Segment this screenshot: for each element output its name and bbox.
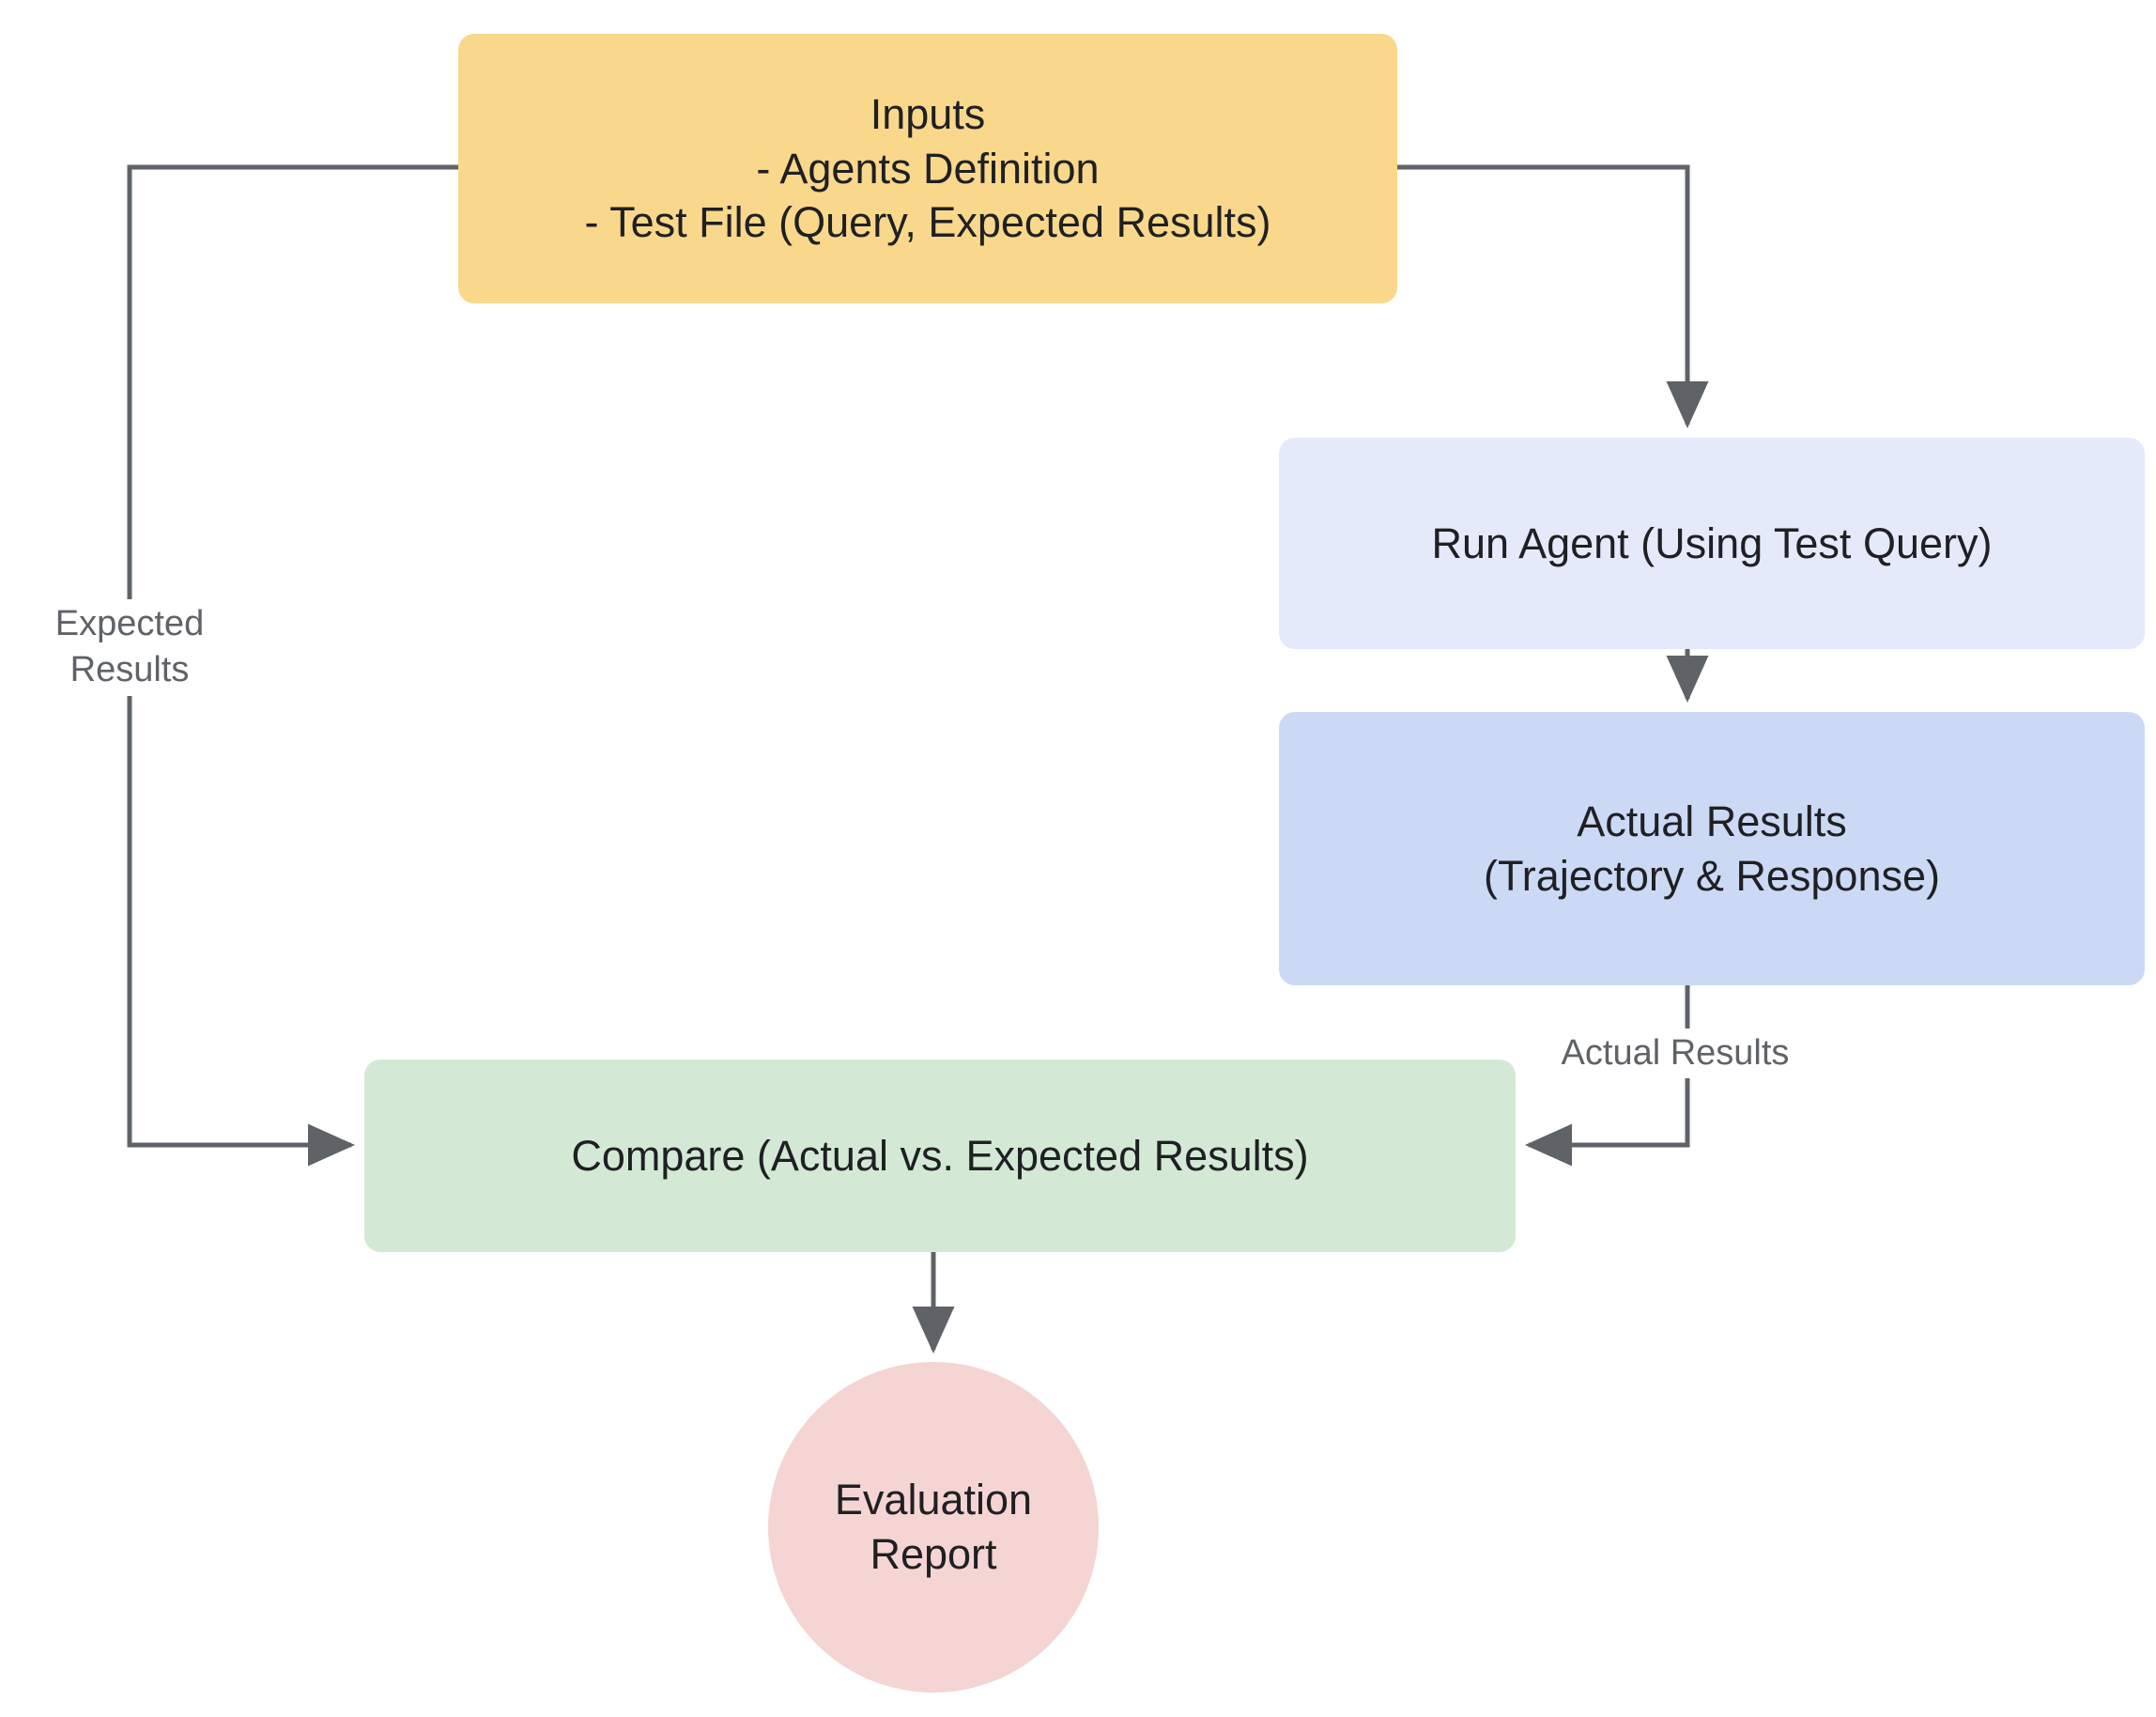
node-run-agent[interactable]: Run Agent (Using Test Query)	[1279, 438, 2145, 649]
edge-label-actual-results: Actual Results	[1534, 1029, 1816, 1079]
node-compare[interactable]: Compare (Actual vs. Expected Results)	[364, 1060, 1516, 1252]
node-evaluation-report[interactable]: Evaluation Report	[768, 1362, 1099, 1693]
node-actual-results[interactable]: Actual Results (Trajectory & Response)	[1279, 712, 2145, 985]
edge-label-expected-results: Expected Results	[26, 599, 233, 696]
node-inputs[interactable]: Inputs - Agents Definition - Test File (…	[458, 34, 1397, 303]
edge-inputs-to-run-agent	[1396, 164, 1709, 429]
